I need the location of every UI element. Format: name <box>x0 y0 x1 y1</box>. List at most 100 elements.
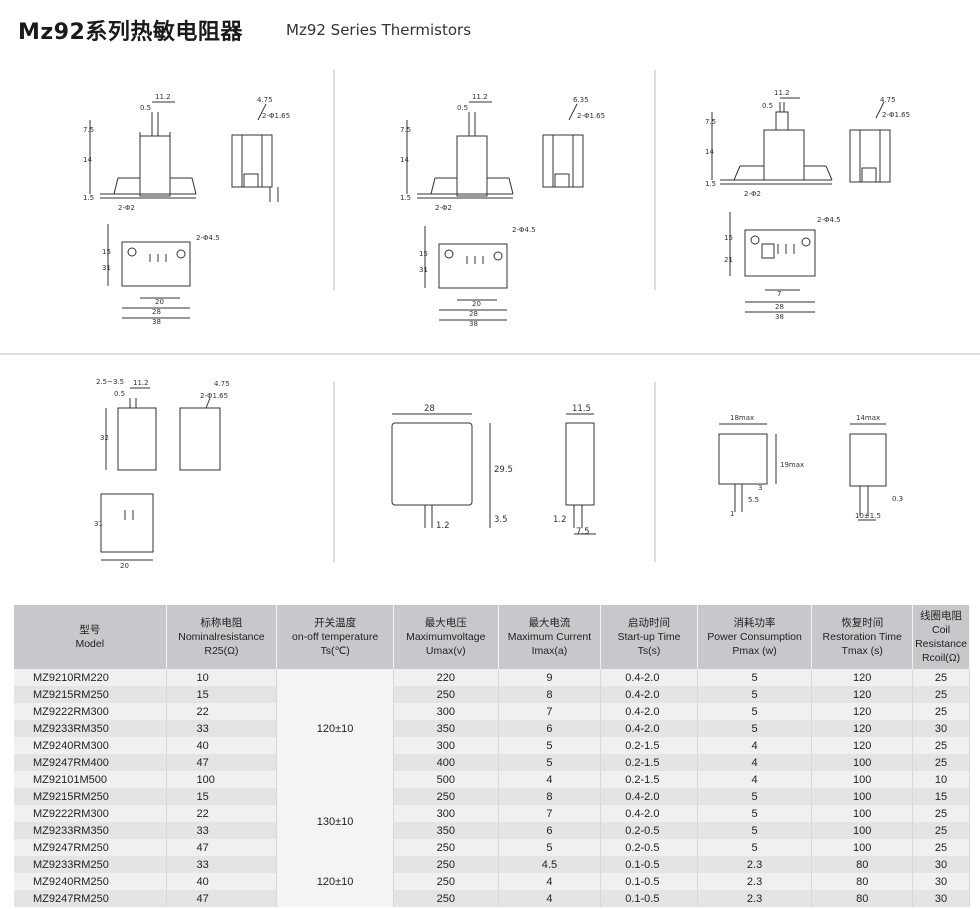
cell-power: 5 <box>697 669 813 686</box>
cell-coil: 10 <box>912 771 970 788</box>
cell-resistance: 22 <box>166 805 278 822</box>
cell-voltage: 400 <box>393 754 499 771</box>
dim-d6-s: 10±1.5 <box>855 512 881 520</box>
cell-current: 4 <box>498 771 602 788</box>
cell-resistance: 40 <box>166 873 278 890</box>
dim-d2-h2: 14 <box>400 156 409 164</box>
cell-power: 4 <box>697 737 813 754</box>
dim-d4-h0: 2.5~3.5 <box>96 378 124 386</box>
cell-current: 4 <box>498 873 602 890</box>
dim-d3-b1: 7 <box>777 290 781 298</box>
cell-resistance: 22 <box>166 703 278 720</box>
cell-coil: 25 <box>912 686 970 703</box>
dim-d4-pin: 0.5 <box>114 390 125 398</box>
dim-d3-h2: 14 <box>705 148 714 156</box>
cell-temperature: 130±10 <box>276 788 394 856</box>
dim-d2-hole: 2-Φ1.65 <box>577 112 605 120</box>
cell-model: MZ9247RM250 <box>14 839 167 856</box>
cell-coil: 25 <box>912 839 970 856</box>
cell-resistance: 10 <box>166 669 278 686</box>
cell-resistance: 47 <box>166 839 278 856</box>
drawing-1: 11.2 4.75 0.5 2-Φ1.65 7.5 14 1.5 2-Φ2 2-… <box>83 93 290 326</box>
dim-d3-hole: 2-Φ1.65 <box>882 111 910 119</box>
cell-model: MZ9247RM250 <box>14 890 167 907</box>
cell-resistance: 40 <box>166 737 278 754</box>
dim-d5-d: 11.5 <box>572 404 591 414</box>
cell-startup: 0.4-2.0 <box>600 686 698 703</box>
cell-voltage: 250 <box>393 890 499 907</box>
cell-voltage: 250 <box>393 788 499 805</box>
dim-d3-b3: 38 <box>775 313 784 321</box>
cell-startup: 0.2-1.5 <box>600 771 698 788</box>
cell-startup: 0.4-2.0 <box>600 788 698 805</box>
cell-voltage: 300 <box>393 805 499 822</box>
cell-voltage: 250 <box>393 873 499 890</box>
cell-startup: 0.4-2.0 <box>600 720 698 737</box>
cell-startup: 0.4-2.0 <box>600 805 698 822</box>
cell-voltage: 350 <box>393 822 499 839</box>
dim-d3-base: 2-Φ2 <box>744 190 761 198</box>
cell-model: MZ9210RM220 <box>14 669 167 686</box>
cell-coil: 25 <box>912 703 970 720</box>
cell-startup: 0.1-0.5 <box>600 856 698 873</box>
dim-d4-b1: 20 <box>120 562 129 570</box>
dim-d3-s1: 15 <box>724 234 733 242</box>
dim-d3-mount: 2-Φ4.5 <box>817 216 841 224</box>
dim-d6-d: 14max <box>856 414 880 422</box>
dim-d1-h1: 7.5 <box>83 126 94 134</box>
dim-d4-s1: 31 <box>94 520 103 528</box>
cell-power: 2.3 <box>697 873 813 890</box>
dim-d1-b1: 20 <box>155 298 164 306</box>
dim-d2-w1: 11.2 <box>472 93 488 101</box>
cell-restoration: 100 <box>811 754 914 771</box>
dim-d4-h1: 32 <box>100 434 109 442</box>
cell-resistance: 33 <box>166 856 278 873</box>
dim-d5-h: 29.5 <box>494 465 513 475</box>
cell-power: 4 <box>697 771 813 788</box>
cell-temperature: 120±10 <box>276 856 394 907</box>
dim-d1-base: 2-Φ2 <box>118 204 135 212</box>
cell-coil: 15 <box>912 788 970 805</box>
dim-d6-w: 18max <box>730 414 754 422</box>
dim-d5-lead: 3.5 <box>494 515 508 525</box>
cell-restoration: 120 <box>811 703 914 720</box>
cell-current: 5 <box>498 737 602 754</box>
cell-power: 2.3 <box>697 890 813 907</box>
dimension-drawings: 11.2 4.75 0.5 2-Φ1.65 7.5 14 1.5 2-Φ2 2-… <box>0 62 980 582</box>
cell-model: MZ9233RM250 <box>14 856 167 873</box>
dim-d5-p1: 1.2 <box>553 515 567 525</box>
dim-d1-b3: 38 <box>152 318 161 326</box>
dim-d4-w2: 4.75 <box>214 380 230 388</box>
cell-temperature: 120±10 <box>276 669 394 788</box>
dim-d3-w2: 4.75 <box>880 96 896 104</box>
dim-d6-t: 0.3 <box>892 495 903 503</box>
cell-current: 4.5 <box>498 856 602 873</box>
cell-coil: 25 <box>912 822 970 839</box>
dim-d2-h3: 1.5 <box>400 194 411 202</box>
cell-resistance: 15 <box>166 686 278 703</box>
cell-model: MZ9215RM250 <box>14 788 167 805</box>
cell-coil: 25 <box>912 754 970 771</box>
page-title: Mz92系列热敏电阻器 <box>18 20 243 45</box>
cell-startup: 0.2-0.5 <box>600 839 698 856</box>
cell-restoration: 80 <box>811 873 914 890</box>
cell-model: MZ92101M500 <box>14 771 167 788</box>
cell-restoration: 100 <box>811 839 914 856</box>
dim-d1-s1: 15 <box>102 248 111 256</box>
dim-d2-pin: 0.5 <box>457 104 468 112</box>
dim-d3-pin: 0.5 <box>762 102 773 110</box>
cell-current: 8 <box>498 788 602 805</box>
dim-d2-b2: 28 <box>469 310 478 318</box>
dim-d1-pin: 0.5 <box>140 104 151 112</box>
dim-d4-hole: 2-Φ1.65 <box>200 392 228 400</box>
dim-d2-base: 2-Φ2 <box>435 204 452 212</box>
cell-current: 5 <box>498 839 602 856</box>
